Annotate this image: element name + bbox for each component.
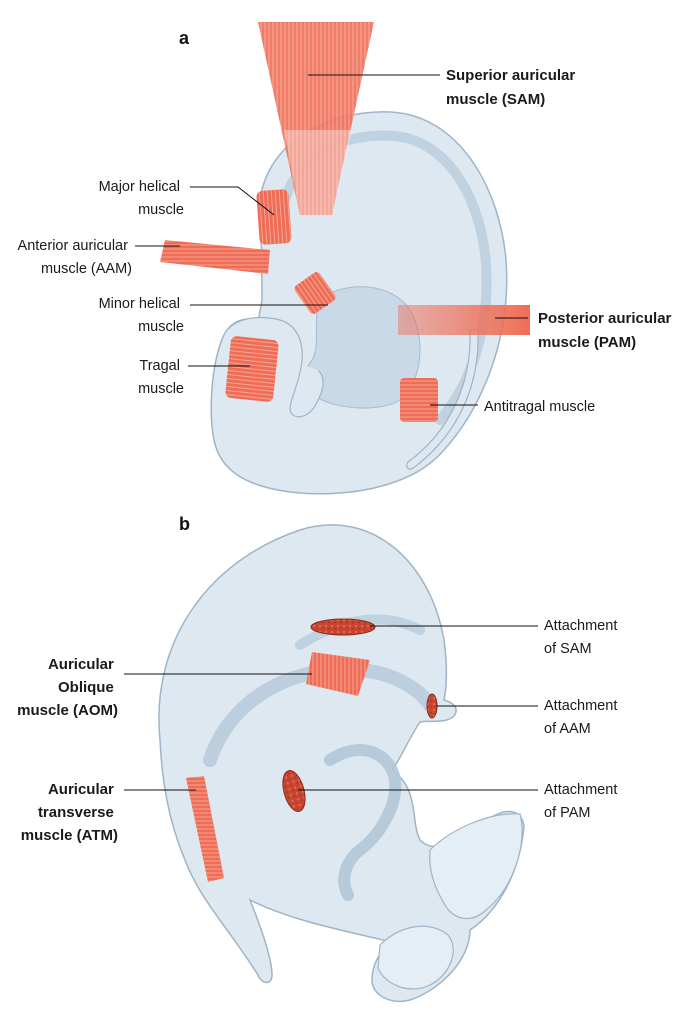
panel-b: b Attachment of SAM Auricular Oblique mu…: [17, 514, 621, 1002]
superior-auricular-fade: [284, 130, 352, 215]
label-anterior-auricular: Anterior auricular muscle (AAM): [18, 238, 132, 277]
label-superior-auricular: Superior auricular muscle (SAM): [446, 67, 579, 108]
label-auricular-transverse: Auricular transverse muscle (ATM): [21, 781, 118, 844]
label-minor-helical: Minor helical muscle: [99, 296, 184, 335]
label-posterior-auricular: Posterior auricular muscle (PAM): [538, 310, 676, 351]
label-antitragal: Antitragal muscle: [484, 399, 595, 415]
minor-helical-muscle: [294, 272, 336, 314]
panel-letter-b: b: [179, 514, 190, 534]
superior-auricular-muscle: [258, 22, 374, 215]
panel-letter-a: a: [179, 28, 190, 48]
concha-a: [305, 286, 421, 409]
major-helical-muscle: [256, 189, 292, 245]
panel-a: a Superior auricular muscle (SAM): [18, 22, 676, 495]
label-major-helical: Major helical muscle: [99, 179, 184, 218]
attachment-aam-mark: [426, 693, 438, 719]
attachment-sam-mark: [310, 618, 376, 636]
label-attachment-sam: Attachment of SAM: [544, 618, 621, 657]
helix-tail-a: [406, 329, 479, 470]
tragus-flap-b: [429, 813, 523, 920]
tragal-muscle: [225, 336, 279, 402]
antitragal-muscle: [400, 378, 438, 422]
label-attachment-pam: Attachment of PAM: [544, 782, 621, 821]
posterior-auricular-muscle: [398, 305, 530, 335]
label-tragal: Tragal muscle: [138, 358, 184, 397]
lobule-fold-b: [377, 925, 454, 990]
label-auricular-oblique: Auricular Oblique muscle (AOM): [17, 656, 118, 719]
anterior-auricular-muscle: [160, 240, 270, 274]
ear-outer-b: [158, 524, 525, 1002]
label-attachment-aam: Attachment of AAM: [544, 698, 621, 737]
concha-fold-b: [324, 744, 402, 901]
auricular-transverse-muscle: [186, 776, 224, 882]
leader-major-helical: [190, 186, 275, 216]
attachment-pam-mark: [282, 770, 306, 812]
auricular-oblique-muscle: [306, 652, 370, 696]
